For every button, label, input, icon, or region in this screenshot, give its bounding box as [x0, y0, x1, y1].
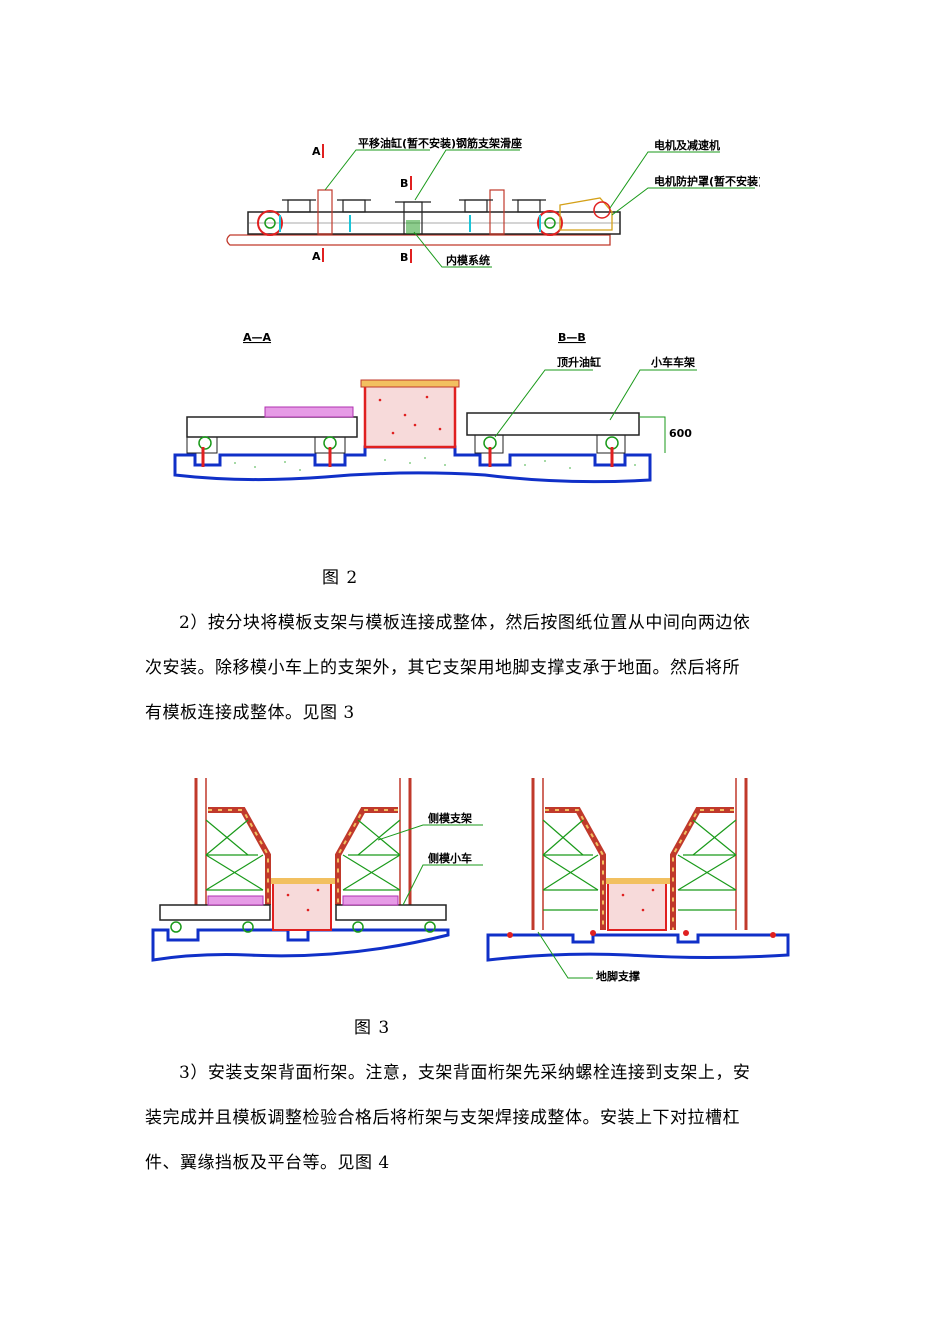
callout-rebar-slide: 钢筋支架滑座 [456, 136, 522, 150]
figure3: 侧模支架 侧模小车 地脚支撑 [151, 778, 790, 983]
callout-inner-form: 内模系统 [446, 253, 490, 267]
figure3-caption: 图 3 [354, 1018, 391, 1038]
callout-ground-support: 地脚支撑 [596, 969, 640, 983]
callout-lift-cylinder: 顶升油缸 [557, 355, 601, 369]
section-mark-b-top: B [400, 177, 408, 190]
paragraph-3-line-1: 3）安装支架背面桁架。注意，支架背面桁架先采纳螺栓连接到支架上，安 [179, 1063, 751, 1083]
paragraph-3: 3）安装支架背面桁架。注意，支架背面桁架先采纳螺栓连接到支架上，安 装完成并且模… [145, 1051, 805, 1186]
ground-rail [226, 234, 611, 246]
paragraph-2-line-3: 有模板连接成整体。见图 3 [145, 703, 355, 723]
carriage-aa [186, 416, 358, 438]
section-mark-a-bottom: A [312, 250, 321, 263]
callout-motor-guard: 电机防护罩(暂不安装) [654, 174, 760, 188]
ground-base [173, 445, 652, 484]
paragraph-2-line-2: 次安装。除移模小车上的支架外，其它支架用地脚支撑支承于地面。然后将所 [145, 658, 740, 678]
figure3-right-assembly [486, 778, 790, 962]
section-mark-b-bottom: B [400, 251, 408, 264]
callout-side-form-carriage: 侧模小车 [428, 851, 472, 865]
figure2-sections: A—A B—B 顶升油缸 小车车架 600 [173, 331, 697, 484]
paragraph-2: 2）按分块将模板支架与模板连接成整体，然后按图纸位置从中间向两边依 次安装。除移… [145, 601, 805, 736]
center-form-block [363, 383, 457, 449]
paragraph-3-line-3: 件、翼缘挡板及平台等。见图 4 [145, 1153, 390, 1173]
carriage-bb [466, 412, 640, 436]
section-aa-title: A—A [243, 331, 272, 344]
callout-translation-cylinder: 平移油缸(暂不安装) [358, 136, 456, 150]
dimension-600: 600 [669, 427, 692, 440]
callout-side-form-support: 侧模支架 [428, 811, 472, 825]
figure3-left-assembly [151, 778, 450, 962]
figure2-top-view: A A B B 平移油缸(暂不安装) 钢筋支架滑座 电机及减速机 电机防护罩(暂… [226, 136, 760, 268]
support-posts [282, 189, 546, 235]
figure2-caption: 图 2 [322, 568, 359, 588]
callout-carriage-frame: 小车车架 [650, 355, 695, 369]
motor-guard [559, 197, 613, 231]
paragraph-2-line-1: 2）按分块将模板支架与模板连接成整体，然后按图纸位置从中间向两边依 [179, 613, 751, 633]
paragraph-3-line-2: 装完成并且模板调整检验合格后将桁架与支架焊接成整体。安装上下对拉槽杠 [145, 1108, 740, 1128]
section-bb-title: B—B [558, 331, 586, 344]
callout-motor-reducer: 电机及减速机 [654, 138, 720, 152]
wheel-right [537, 210, 563, 236]
wheel-left [257, 210, 283, 236]
section-mark-a-top: A [312, 145, 321, 158]
